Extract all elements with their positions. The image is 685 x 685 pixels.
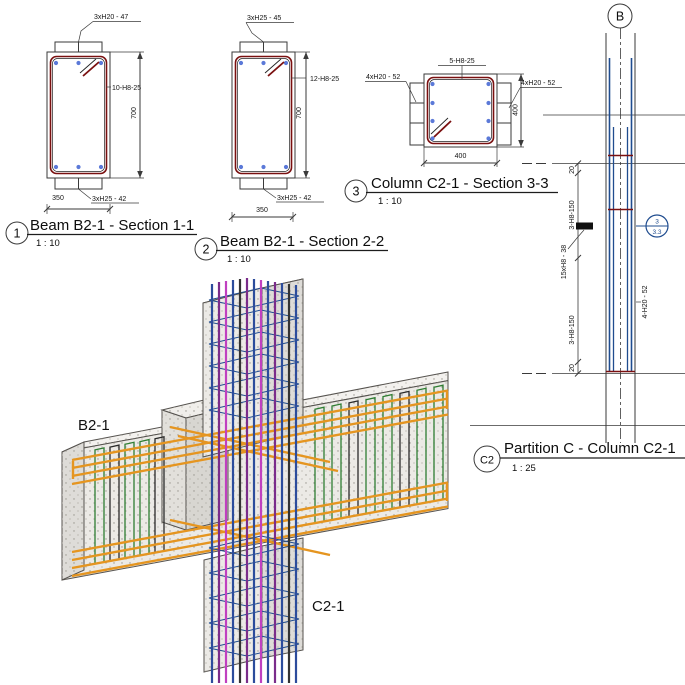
view-marker-circle [473,445,501,473]
viewport-column-elevation[interactable]: B 20 3-H8-150 3-H8-150 20 15xH8 - 38 [470,3,685,474]
stirrups-label-text: 15xH8 - 38 [561,245,568,279]
height-dimension: 700 [110,51,144,179]
view-scale-text: 1 : 10 [227,254,251,265]
column-bars-vertical [210,278,298,683]
view-scale-text: 1 : 10 [378,196,402,207]
width-dim-text: 350 [52,195,64,202]
bottom-bar-label-text: 3xH25 - 42 [277,195,311,202]
annotation-bottom-bar-label: 3xH25 - 42 [263,188,324,203]
section-reference-marker[interactable]: 3 3.3 [636,214,669,238]
width-dim-text: 400 [455,153,467,160]
width-dim-text: 350 [256,207,268,214]
view-title-text: Beam B2-1 - Section 1-1 [30,217,194,234]
annotation-tie-label: 5-H8-25 [438,58,486,79]
annotation-top-bar-label: 3xH20 - 47 [78,14,141,43]
width-dimension: 350 [43,195,114,214]
zone1-label-text: 3-H8-150 [569,200,576,229]
height-dimension: 400 [497,73,524,148]
viewport-beam-section-2-2[interactable]: 3xH25 - 45 12-H8-25 700 3xH25 - 42 350 2… [194,15,388,265]
column-rebar-lines [606,58,635,373]
rebar-dimension-string: 20 3-H8-150 3-H8-150 20 [569,160,582,377]
section-ref-number: 3 [655,219,659,226]
view-marker-circle [5,221,29,245]
tie-label-text: 5-H8-25 [449,58,474,65]
level-lines [470,114,685,426]
viewport-3d-joint[interactable]: B2-1 C2-1 [61,278,449,683]
view-marker-number: 2 [203,243,210,257]
view-title-section-2-2[interactable]: 2 Beam B2-1 - Section 2-2 1 : 10 [194,233,388,265]
column-3d-label: C2-1 [312,598,345,615]
view-title-text: Beam B2-1 - Section 2-2 [220,233,384,250]
vertical-bars-label-text: 4-H20 - 52 [642,285,649,318]
view-marker-number: 3 [353,185,360,199]
viewport-column-section-3-3[interactable]: 5-H8-25 4xH20 - 52 4xH20 - 52 400 400 3 … [344,58,562,207]
annotation-stirrups-label: 15xH8 - 38 [561,222,593,279]
grid-bubble: B [607,3,633,29]
view-scale-text: 1 : 25 [512,463,536,474]
view-marker-circle [344,179,368,203]
annotation-bottom-bar-label: 3xH25 - 42 [78,188,139,204]
section-cut-marker [576,222,593,230]
view-scale-text: 1 : 10 [36,238,60,249]
stirrup-label-text: 12-H8-25 [310,76,339,83]
section-ref-sheet: 3.3 [652,229,661,236]
view-title-text: Partition C - Column C2-1 [504,440,676,457]
annotation-stirrup-label: 10-H8-25 [106,85,141,92]
column-ties [208,287,300,657]
top-bar-label-text: 3xH25 - 45 [247,15,281,22]
column-cross-section [409,73,512,148]
stirrup-label-text: 10-H8-25 [112,85,141,92]
view-title-section-1-1[interactable]: 1 Beam B2-1 - Section 1-1 1 : 10 [5,217,197,249]
annotation-vertical-bars-label: 4-H20 - 52 [636,285,649,319]
dim-bottom-text: 20 [569,364,576,372]
beam-cross-section [231,41,296,190]
height-dim-text: 700 [131,107,138,119]
bottom-bar-label-text: 3xH25 - 42 [92,196,126,203]
grid-bubble-circle [607,3,633,29]
dim-top-text: 20 [569,166,576,174]
height-dimension: 700 [295,51,310,179]
view-marker-number: C2 [480,455,494,467]
view-title-text: Column C2-1 - Section 3-3 [371,175,549,192]
width-dimension: 400 [420,147,501,167]
height-dim-text: 400 [513,104,520,116]
top-bar-label-text: 3xH20 - 47 [94,14,128,21]
height-dim-text: 700 [296,107,303,119]
width-dimension: 350 [228,207,297,222]
viewport-beam-section-1-1[interactable]: 3xH20 - 47 10-H8-25 700 3xH25 - 42 350 1… [5,14,197,249]
annotation-left-bar-label: 4xH20 - 52 [365,74,417,103]
concrete-beam-stub [160,399,230,531]
annotation-right-bar-label: 4xH20 - 52 [508,80,562,109]
grid-bubble-text: B [616,10,624,24]
right-bar-label-text: 4xH20 - 52 [521,80,555,87]
view-marker-circle [194,237,218,261]
beam-cross-section [46,41,111,190]
beam-3d-label: B2-1 [78,417,110,434]
left-bar-label-text: 4xH20 - 52 [366,74,400,81]
annotation-stirrup-label: 12-H8-25 [291,76,339,83]
zone2-label-text: 3-H8-150 [569,315,576,344]
annotation-top-bar-label: 3xH25 - 45 [245,15,294,43]
view-marker-number: 1 [14,227,21,241]
view-title-section-3-3[interactable]: 3 Column C2-1 - Section 3-3 1 : 10 [344,175,558,207]
view-title-elevation[interactable]: C2 Partition C - Column C2-1 1 : 25 [473,440,685,474]
